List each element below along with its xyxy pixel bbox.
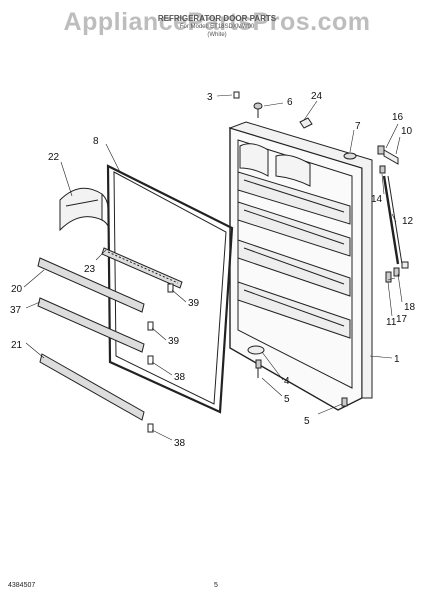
clip-11 — [385, 271, 392, 283]
screw-14 — [379, 165, 386, 174]
trim-strip-20 — [37, 257, 145, 313]
callout-6: 6 — [287, 97, 293, 108]
hinge-4 — [247, 345, 265, 355]
screw-38-b — [147, 423, 154, 433]
door-assembly — [228, 121, 373, 411]
diagram-title: REFRIGERATOR DOOR PARTS — [157, 14, 277, 23]
diagram-subtitle-color: (White) — [207, 32, 227, 38]
screw-39-b — [147, 321, 154, 331]
page-number: 5 — [214, 582, 218, 589]
pin-5-a — [255, 359, 262, 378]
callout-7: 7 — [355, 121, 361, 132]
callout-10: 10 — [401, 126, 413, 137]
callout-23: 23 — [84, 264, 96, 275]
rod-12 — [382, 175, 403, 265]
screw-39-a — [167, 283, 174, 293]
callout-22: 22 — [48, 152, 60, 163]
callout-1: 1 — [394, 354, 400, 365]
document-number: 4384507 — [8, 582, 36, 589]
cap-7 — [343, 152, 357, 160]
screw-16 — [377, 145, 385, 155]
callout-38-b: 38 — [174, 438, 186, 449]
door-handle — [59, 187, 109, 232]
trim-strip-21 — [39, 353, 145, 421]
callout-18: 18 — [404, 302, 416, 313]
callout-20: 20 — [11, 284, 23, 295]
callout-24: 24 — [311, 91, 323, 102]
door-stop-24 — [299, 117, 313, 129]
bushing-6 — [253, 102, 263, 118]
callout-21: 21 — [11, 340, 23, 351]
leader-lines — [23, 94, 403, 441]
screw-17 — [393, 267, 400, 277]
trim-strip-37 — [37, 297, 145, 353]
callout-38-a: 38 — [174, 372, 186, 383]
pin-5-b — [341, 397, 348, 407]
callout-8: 8 — [93, 136, 99, 147]
screw-38-a — [147, 355, 154, 365]
hinge-pin-3 — [233, 91, 240, 99]
callout-39-a: 39 — [188, 298, 200, 309]
callout-labels: 1 3 4 5 5 6 7 8 10 11 12 14 16 17 18 20 … — [10, 91, 416, 449]
callout-12: 12 — [402, 216, 414, 227]
callout-5-b: 5 — [304, 416, 310, 427]
callout-17: 17 — [396, 314, 408, 325]
callout-11: 11 — [386, 317, 397, 328]
callout-16: 16 — [392, 112, 404, 123]
callout-3: 3 — [207, 92, 213, 103]
callout-37: 37 — [10, 305, 22, 316]
diagram-subtitle: For Model: ET18SDXMW00 — [179, 24, 255, 30]
watermark: AppliancePartsPros.com — [63, 8, 371, 36]
gasket-bar — [101, 247, 183, 289]
washer-18 — [401, 261, 409, 269]
bracket-10 — [383, 149, 399, 165]
callout-39-b: 39 — [168, 336, 180, 347]
callout-4: 4 — [284, 376, 290, 387]
callout-5-a: 5 — [284, 394, 290, 405]
callout-14: 14 — [371, 194, 383, 205]
